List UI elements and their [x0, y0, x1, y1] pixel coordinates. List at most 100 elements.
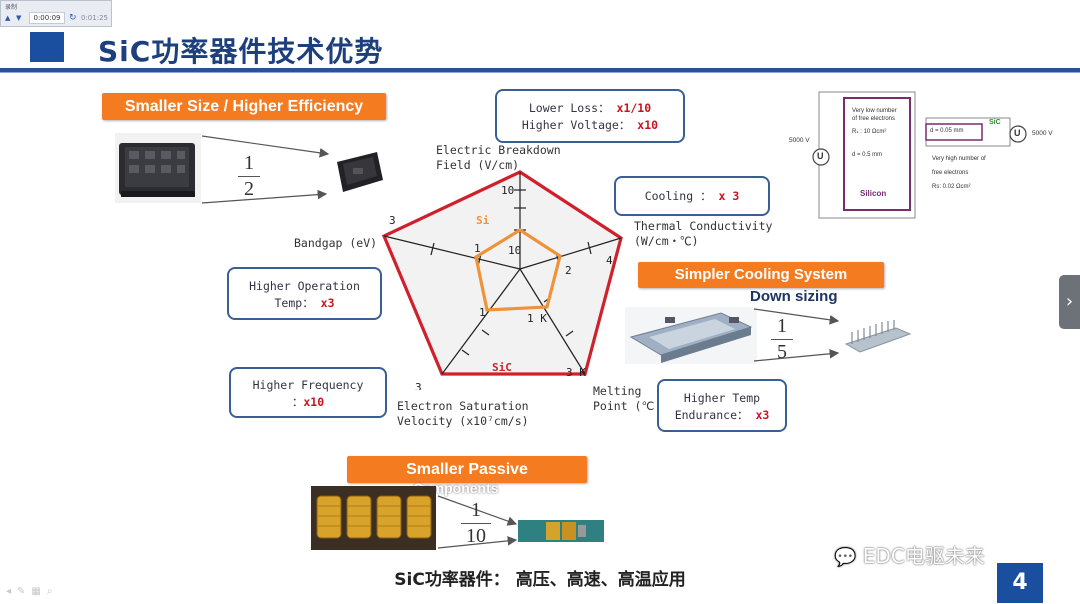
left-voltmeter-symbol: U — [817, 151, 824, 161]
recorder-total-time: 0:01:25 — [81, 14, 108, 22]
record-pause-icon[interactable]: ▲ — [5, 14, 11, 22]
tick-saturation-outer: 3 — [415, 381, 422, 390]
summary-text: SiC功率器件： 高压、高速、高温应用 — [394, 570, 686, 590]
cooling-callout: Cooling ： x 3 — [614, 176, 770, 216]
recorder-elapsed-time: 0:00:09 — [29, 12, 65, 24]
right-voltage: 5000 V — [1032, 130, 1053, 137]
axis-label-bandgap: Bandgap (eV) — [294, 236, 377, 251]
page-number: 4 — [997, 563, 1043, 603]
right-note-1: Very high number of — [932, 156, 986, 162]
right-voltmeter-symbol: U — [1014, 128, 1021, 138]
reset-icon[interactable]: ↻ — [69, 13, 77, 23]
watermark-text: EDC电驱未来 — [862, 544, 985, 568]
axis-thermal-line2: (W/cm・℃) — [634, 234, 699, 248]
radar-diagram: Si SiC 10 10 4 2 3 K 1 K 3 1 3 1 — [381, 170, 623, 390]
axis-breakdown-line2: Field (V/cm) — [436, 158, 520, 172]
cooling-label: Cooling ： — [644, 189, 712, 203]
size-reduction-arrows — [201, 135, 330, 204]
left-note-1: Very low number — [852, 108, 897, 114]
cooling-fraction: 1 5 — [771, 315, 793, 364]
higher-voltage-label: Higher Voltage： — [521, 118, 631, 132]
frequency-value: x10 — [303, 395, 325, 409]
wechat-icon: 💬 — [834, 547, 857, 568]
next-slide-button[interactable]: › — [1059, 275, 1080, 329]
title-underline-thin — [0, 72, 1080, 73]
frequency-line1: Higher Frequency — [252, 378, 364, 392]
right-material: SiC — [989, 119, 1001, 126]
higher-voltage-value: x10 — [637, 118, 659, 132]
lower-loss-value: x1/10 — [616, 101, 652, 115]
cooling-value: x 3 — [718, 189, 740, 203]
tick-melting-outer: 3 K — [566, 366, 586, 379]
right-thickness: d = 0.05 mm — [930, 128, 964, 134]
radar-si-label: Si — [476, 214, 490, 227]
power-module-small-image — [337, 152, 383, 192]
axis-label-saturation: Electron Saturation Velocity (x10⁷cm/s) — [397, 399, 529, 429]
prev-slide-icon[interactable]: ◂ — [6, 586, 18, 597]
smaller-size-label: Smaller Size / Higher Efficiency — [102, 93, 386, 120]
axis-label-melting: Melting Point (℃ — [593, 384, 654, 414]
record-stop-icon[interactable]: ▼ — [16, 14, 22, 22]
down-sizing-label: Down sizing — [750, 288, 838, 305]
power-module-large-image — [115, 133, 201, 203]
chevron-right-icon: › — [1065, 291, 1074, 312]
frequency-label: ： — [291, 395, 304, 409]
axis-melting-line2: Point (℃ — [593, 399, 655, 413]
heatsink-image — [844, 320, 912, 353]
right-resistance: Rs: 0.02 Ωcm² — [932, 184, 971, 190]
temp-endurance-callout: Higher Temp Endurance： x3 — [657, 379, 787, 432]
left-voltage: 5000 V — [789, 137, 810, 144]
radar-spokes — [383, 172, 622, 375]
lower-loss-label: Lower Loss： — [528, 101, 610, 115]
size-fraction-denominator: 2 — [244, 178, 254, 200]
left-material: Silicon — [860, 189, 887, 198]
temp-endurance-label: Endurance： — [674, 408, 749, 422]
radar-sic-polygon — [381, 170, 623, 376]
passive-fraction-numerator: 1 — [471, 499, 481, 521]
slides-grid-icon[interactable]: ▦ — [31, 586, 47, 597]
cooling-arrows — [753, 308, 840, 362]
frequency-callout: Higher Frequency ：x10 — [229, 367, 387, 418]
tick-breakdown-inner: 10 — [508, 244, 521, 257]
title-accent-square — [30, 32, 64, 62]
size-fraction: 1 2 — [238, 152, 260, 201]
zoom-icon[interactable]: ⌕ — [46, 586, 59, 597]
small-inductor-image — [518, 520, 604, 542]
tick-melting-inner: 1 K — [527, 312, 547, 325]
left-note-2: of free electrons — [852, 116, 896, 122]
size-fraction-numerator: 1 — [244, 152, 254, 174]
slide-title: SiC功率器件技术优势 — [98, 35, 384, 68]
smaller-passive-label: Smaller Passive — [347, 456, 587, 483]
radar-si-polygon — [474, 228, 562, 312]
radar-background — [384, 172, 621, 374]
radar-ticks — [430, 189, 592, 356]
tick-thermal-outer: 4 — [606, 254, 613, 267]
operation-temp-label: Temp： — [274, 296, 314, 310]
resistance-circuit-lines — [812, 91, 1027, 219]
cooling-fraction-denominator: 5 — [777, 341, 787, 363]
temp-endurance-line1: Higher Temp — [683, 391, 761, 405]
axis-breakdown-line1: Electric Breakdown — [436, 143, 561, 157]
temp-endurance-value: x3 — [755, 408, 770, 422]
operation-temp-callout: Higher Operation Temp： x3 — [227, 267, 382, 320]
recording-toolbar: 录制 ▲ ▼ 0:00:09 ↻ 0:01:25 — [0, 0, 112, 27]
tick-bandgap-outer: 3 — [389, 214, 396, 227]
axis-thermal-line1: Thermal Conductivity — [634, 219, 773, 233]
pen-icon[interactable]: ✎ — [17, 586, 32, 597]
axis-saturation-line1: Electron Saturation — [397, 399, 529, 413]
presentation-controls: ◂✎▦⌕ — [6, 586, 58, 597]
tick-thermal-inner: 2 — [565, 264, 572, 277]
title-underline — [0, 68, 1080, 72]
radar-sic-label: SiC — [492, 361, 512, 374]
watermark: 💬 EDC电驱未来 — [834, 540, 985, 569]
right-note-2: free electrons — [932, 170, 969, 176]
passive-fraction: 1 10 — [461, 499, 491, 548]
passive-arrows — [437, 495, 518, 549]
tick-saturation-inner: 1 — [479, 306, 486, 319]
operation-temp-line1: Higher Operation — [249, 279, 360, 293]
resistance-diagram: U U 5000 V Very low number of free elect… — [786, 88, 1066, 223]
passive-fraction-denominator: 10 — [466, 525, 486, 547]
axis-bandgap-line1: Bandgap (eV) — [294, 236, 378, 250]
axis-melting-line1: Melting — [593, 384, 642, 398]
left-resistance: Rₛ : 10 Ωcm² — [852, 129, 887, 135]
